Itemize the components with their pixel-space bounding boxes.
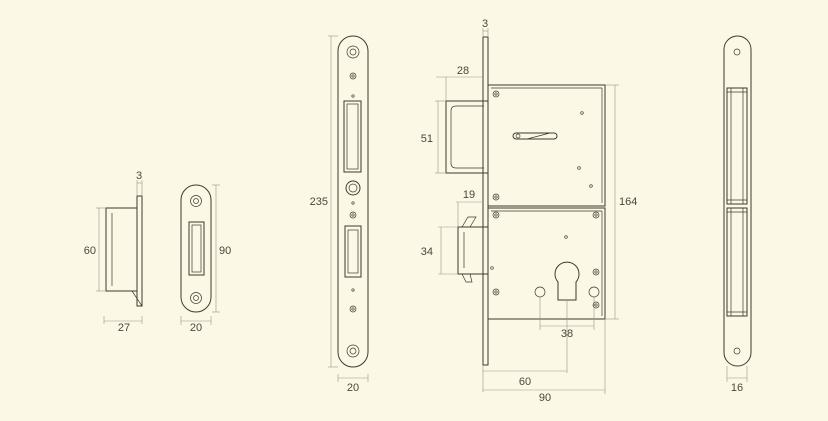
strike-box-thickness-label: 3 — [136, 170, 142, 182]
strike-box-thickness-dimension: 3 — [136, 170, 143, 196]
side-view-drawing — [723, 35, 752, 367]
strike-box-height-label: 60 — [84, 245, 96, 257]
deadbolt-throw-dimension: 28 — [436, 65, 483, 101]
total-depth-dimension: 90 — [483, 319, 606, 404]
strike-plate-drawing — [180, 184, 212, 313]
total-depth-label: 90 — [539, 392, 551, 404]
latch-throw-dimension: 19 — [456, 189, 483, 227]
body-height-dimension: 164 — [605, 84, 637, 320]
strike-plate-height-label: 90 — [219, 245, 231, 257]
backset-dimension: 60 — [482, 365, 567, 392]
strike-box-depth-label: 27 — [118, 322, 130, 334]
deadbolt-throw-label: 28 — [457, 65, 469, 77]
faceplate-height-label: 235 — [310, 196, 328, 208]
strike-plate-width-label: 20 — [190, 322, 202, 334]
latch-throw-label: 19 — [463, 189, 475, 201]
faceplate-drawing — [337, 35, 369, 368]
latch-height-label: 34 — [421, 246, 433, 258]
strike-plate-width-dimension: 20 — [180, 316, 212, 334]
backset-label: 60 — [519, 376, 531, 388]
strike-plate-height-dimension: 90 — [212, 184, 231, 313]
lock-body-drawing — [445, 36, 606, 366]
deadbolt-height-dimension: 51 — [421, 100, 446, 174]
latch-height-dimension: 34 — [421, 226, 458, 275]
strike-box-drawing — [105, 195, 143, 307]
cylinder-spacing-dimension: 38 — [539, 297, 595, 373]
faceplate-width-label: 20 — [347, 382, 359, 394]
deadbolt-height-label: 51 — [421, 133, 433, 145]
side-view-width-dimension: 16 — [726, 366, 748, 394]
lock-plate-thickness-label: 3 — [482, 18, 488, 30]
side-view-width-label: 16 — [731, 382, 743, 394]
faceplate-height-dimension: 235 — [310, 35, 338, 368]
body-height-label: 164 — [619, 196, 637, 208]
strike-box-height-dimension: 60 — [84, 207, 106, 292]
lock-plate-thickness-dimension: 3 — [482, 18, 489, 37]
faceplate-width-dimension: 20 — [337, 374, 369, 394]
cylinder-spacing-label: 38 — [561, 328, 573, 340]
strike-box-depth-dimension: 27 — [103, 316, 143, 334]
